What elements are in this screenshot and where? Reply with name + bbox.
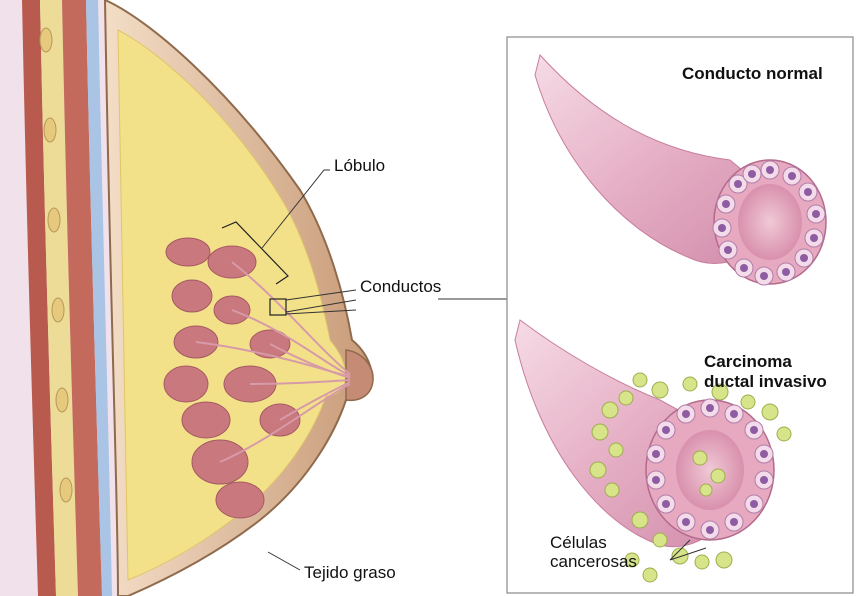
carcinoma-lumen bbox=[676, 430, 744, 510]
invasive-carcinoma-label-line2: ductal invasivo bbox=[704, 372, 827, 392]
ducts-label: Conductos bbox=[360, 277, 441, 297]
normal-duct-lumen bbox=[738, 184, 802, 260]
cancer-cells-label-line2: cancerosas bbox=[550, 552, 637, 572]
normal-duct-label: Conducto normal bbox=[682, 64, 823, 84]
invasive-carcinoma-label-line1: Carcinoma bbox=[704, 352, 792, 372]
breast-cross-section bbox=[0, 0, 373, 596]
lobule-label: Lóbulo bbox=[334, 156, 385, 176]
fatty-tissue-label: Tejido graso bbox=[304, 563, 396, 583]
fatty-tissue-leader bbox=[268, 552, 300, 570]
cancer-cells-label-line1: Células bbox=[550, 533, 607, 553]
zoom-panel bbox=[507, 37, 853, 593]
